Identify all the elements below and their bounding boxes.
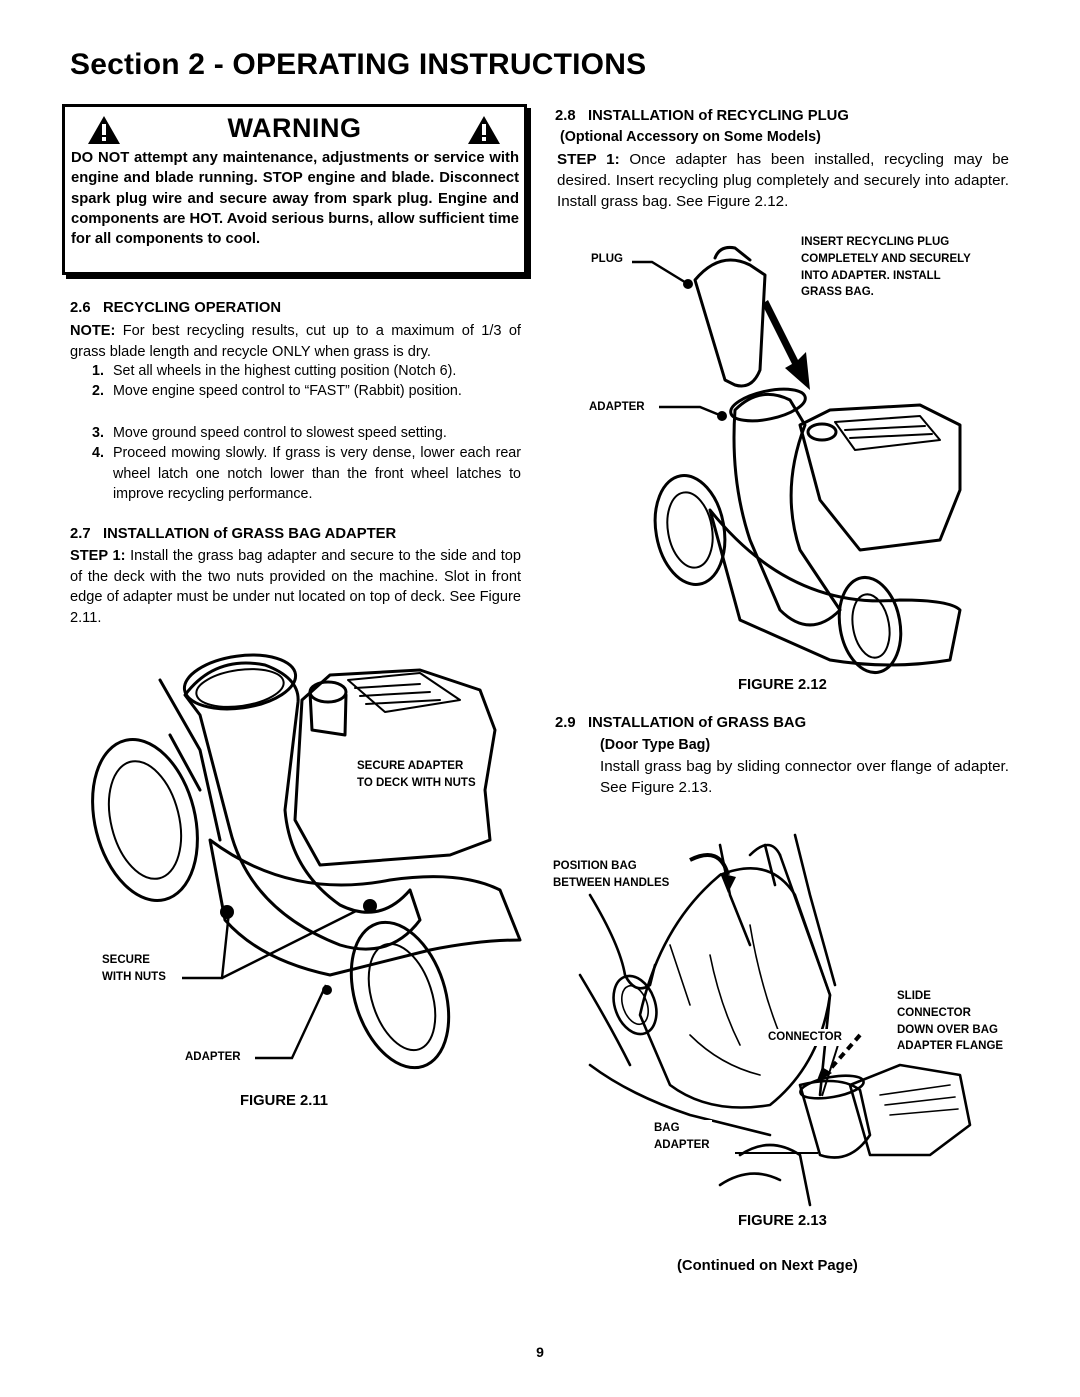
label-line: ADAPTER FLANGE xyxy=(897,1040,1004,1053)
section-2-9-heading: 2.9 INSTALLATION of GRASS BAG xyxy=(555,715,806,731)
section-2-8-heading: 2.8 INSTALLATION of RECYCLING PLUG xyxy=(555,108,849,124)
recycling-note: NOTE: For best recycling results, cut up… xyxy=(70,321,521,362)
label-plug: PLUG xyxy=(591,253,623,265)
step-label: STEP 1: xyxy=(557,151,620,168)
list-item-number: 2. xyxy=(92,383,104,399)
step-text: Once adapter has been installed, recycli… xyxy=(557,151,1009,210)
label-line: DOWN OVER BAG xyxy=(897,1023,998,1036)
label-insert-recycling-plug: INSERT RECYCLING PLUG COMPLETELY AND SEC… xyxy=(801,234,971,301)
adapter-step-text: STEP 1: Install the grass bag adapter an… xyxy=(70,546,521,628)
label-line: COMPLETELY AND SECURELY xyxy=(801,252,971,265)
section-title: INSTALLATION of RECYCLING PLUG xyxy=(588,108,849,124)
label-line: SLIDE xyxy=(897,990,931,1002)
grass-bag-text: Install grass bag by sliding connector o… xyxy=(600,758,1009,796)
section-title: INSTALLATION of GRASS BAG ADAPTER xyxy=(103,526,397,542)
section-number: 2.6 xyxy=(70,300,91,316)
section-2-6-heading: 2.6 RECYCLING OPERATION xyxy=(70,300,281,316)
warning-box: WARNING DO NOT attempt any maintenance, … xyxy=(62,104,527,275)
label-line: GRASS BAG. xyxy=(801,286,874,299)
page-number: 9 xyxy=(536,1344,544,1360)
label-adapter: ADAPTER xyxy=(185,1051,241,1063)
figure-2-11-illustration xyxy=(91,653,522,1070)
note-text: For best recycling results, cut up to a … xyxy=(70,323,521,360)
step-text: Install the grass bag adapter and secure… xyxy=(70,548,521,626)
label-line: BAG xyxy=(654,1122,680,1134)
plug-step-text: STEP 1: Once adapter has been installed,… xyxy=(557,149,1009,212)
section-2-9-subtitle: (Door Type Bag) xyxy=(600,737,711,753)
label-bag-adapter: BAG ADAPTER xyxy=(654,1120,712,1154)
figure-2-11-caption: FIGURE 2.11 xyxy=(240,1093,328,1109)
note-label: NOTE: xyxy=(70,323,116,339)
label-line: SECURE xyxy=(102,954,150,966)
label-line: SECURE ADAPTER xyxy=(357,760,464,772)
list-item-number: 4. xyxy=(92,445,104,461)
section-title: INSTALLATION of GRASS BAG xyxy=(588,715,807,731)
list-item: 4. Proceed mowing slowly. If grass is ver… xyxy=(92,443,521,505)
warning-text: DO NOT attempt any maintenance, adjustme… xyxy=(71,150,519,248)
label-line: INSERT RECYCLING PLUG xyxy=(801,236,950,248)
figure-2-13-illustration xyxy=(578,833,972,1207)
list-item-number: 3. xyxy=(92,425,104,441)
continued-note: (Continued on Next Page) xyxy=(677,1258,858,1274)
list-item: 1. Set all wheels in the highest cutting … xyxy=(92,361,521,382)
label-line: CONNECTOR xyxy=(897,1006,971,1019)
list-item: 2. Move engine speed control to “FAST” (R… xyxy=(92,381,521,402)
section-number: 2.9 xyxy=(555,715,576,731)
list-item: 3. Move ground speed control to slowest s… xyxy=(92,423,521,444)
section-number: 2.7 xyxy=(70,526,91,542)
section-2-7-heading: 2.7 INSTALLATION of GRASS BAG ADAPTER xyxy=(70,526,396,542)
list-item-text: Set all wheels in the highest cutting po… xyxy=(113,363,457,379)
figure-2-13-caption: FIGURE 2.13 xyxy=(738,1213,827,1229)
label-slide-connector: SLIDE CONNECTOR DOWN OVER BAG ADAPTER FL… xyxy=(897,988,1003,1055)
label-adapter: ADAPTER xyxy=(589,401,645,413)
label-secure-adapter: SECURE ADAPTER TO DECK WITH NUTS xyxy=(355,758,478,792)
list-item-text: Move ground speed control to slowest spe… xyxy=(113,425,447,441)
label-position-bag: POSITION BAG BETWEEN HANDLES xyxy=(553,858,672,892)
label-line: WITH NUTS xyxy=(102,970,166,983)
label-connector: CONNECTOR xyxy=(767,1029,843,1046)
page-title: Section 2 - OPERATING INSTRUCTIONS xyxy=(70,48,647,81)
label-line: BETWEEN HANDLES xyxy=(553,876,670,889)
figure-2-12-caption: FIGURE 2.12 xyxy=(738,677,827,693)
list-item-text: Proceed mowing slowly. If grass is very … xyxy=(113,445,521,502)
label-secure-with-nuts: SECURE WITH NUTS xyxy=(102,952,166,986)
label-line: INTO ADAPTER. INSTALL xyxy=(801,269,941,282)
warning-triangle-icon xyxy=(468,116,500,144)
section-title: RECYCLING OPERATION xyxy=(103,300,282,316)
step-label: STEP 1: xyxy=(70,548,126,564)
label-line: POSITION BAG xyxy=(553,860,637,872)
warning-title: WARNING xyxy=(227,113,362,143)
list-item-text: Move engine speed control to “FAST” (Rab… xyxy=(113,383,462,399)
warning-triangle-icon xyxy=(88,116,120,144)
section-2-8-subtitle: (Optional Accessory on Some Models) xyxy=(560,129,821,145)
label-line: TO DECK WITH NUTS xyxy=(357,776,476,789)
list-item-number: 1. xyxy=(92,363,104,379)
section-number: 2.8 xyxy=(555,108,576,124)
label-line: ADAPTER xyxy=(654,1138,710,1151)
figure-2-12-illustration xyxy=(653,246,962,675)
